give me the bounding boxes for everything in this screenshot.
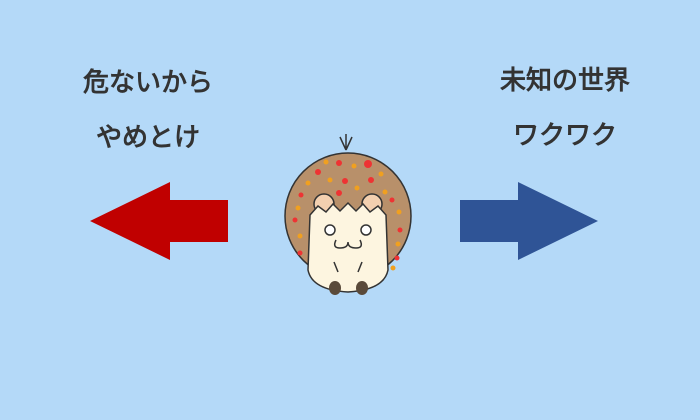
- left-caption-line2: やめとけ: [95, 123, 200, 153]
- right-caption-line2: ワクワク: [512, 121, 617, 151]
- left-caption-line1: 危ないから: [82, 68, 213, 98]
- right-foot: [356, 281, 368, 295]
- right-caption-line1: 未知の世界: [499, 66, 630, 96]
- left-arrow: [90, 182, 228, 260]
- left-foot: [329, 281, 341, 295]
- hedgehog: [284, 134, 412, 295]
- right-arrow: [460, 182, 598, 260]
